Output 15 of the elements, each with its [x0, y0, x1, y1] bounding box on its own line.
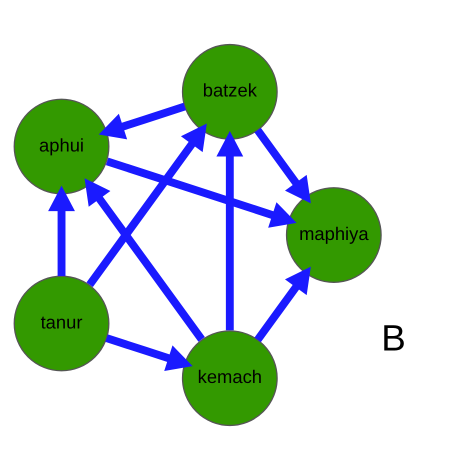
- arrow: [48, 186, 74, 276]
- node-circle: maphiya: [285, 187, 382, 283]
- arrow: [105, 158, 296, 228]
- label: B: [380, 317, 406, 358]
- arrow: [216, 130, 243, 330]
- arrow: [104, 334, 192, 371]
- arrow: [98, 102, 186, 140]
- arrow: [254, 128, 310, 204]
- node-circle: batzek: [181, 44, 278, 140]
- arrow: [254, 266, 310, 342]
- arrow: [86, 124, 206, 288]
- node-circle: tanur: [13, 276, 109, 372]
- arrow: [84, 178, 204, 342]
- node-circle: aphui: [13, 98, 109, 194]
- node-circle: kemach: [181, 330, 278, 426]
